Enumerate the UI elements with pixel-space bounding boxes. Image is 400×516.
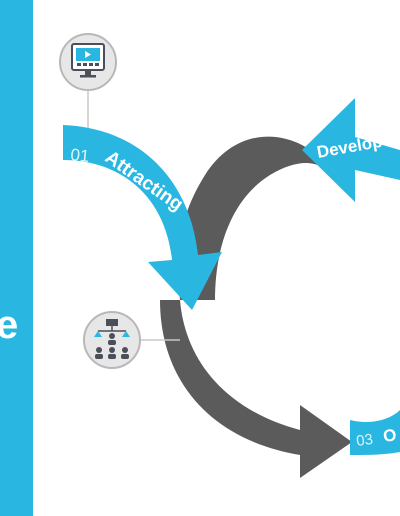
step-3-label: O	[382, 425, 398, 446]
step-2-number: 02	[200, 324, 223, 347]
dark-loop-lower	[160, 300, 352, 478]
arrow-onboarding	[350, 410, 400, 455]
org-chart-people-icon	[83, 311, 141, 369]
step-3-number: 03	[355, 431, 374, 450]
monitor-video-icon	[59, 33, 117, 91]
step-1-number: 01	[70, 145, 91, 166]
sidebar-partial-letter: e	[0, 303, 18, 347]
arrow-developing	[302, 98, 400, 202]
sidebar-band	[0, 0, 33, 516]
arrow-attracting	[63, 125, 222, 310]
